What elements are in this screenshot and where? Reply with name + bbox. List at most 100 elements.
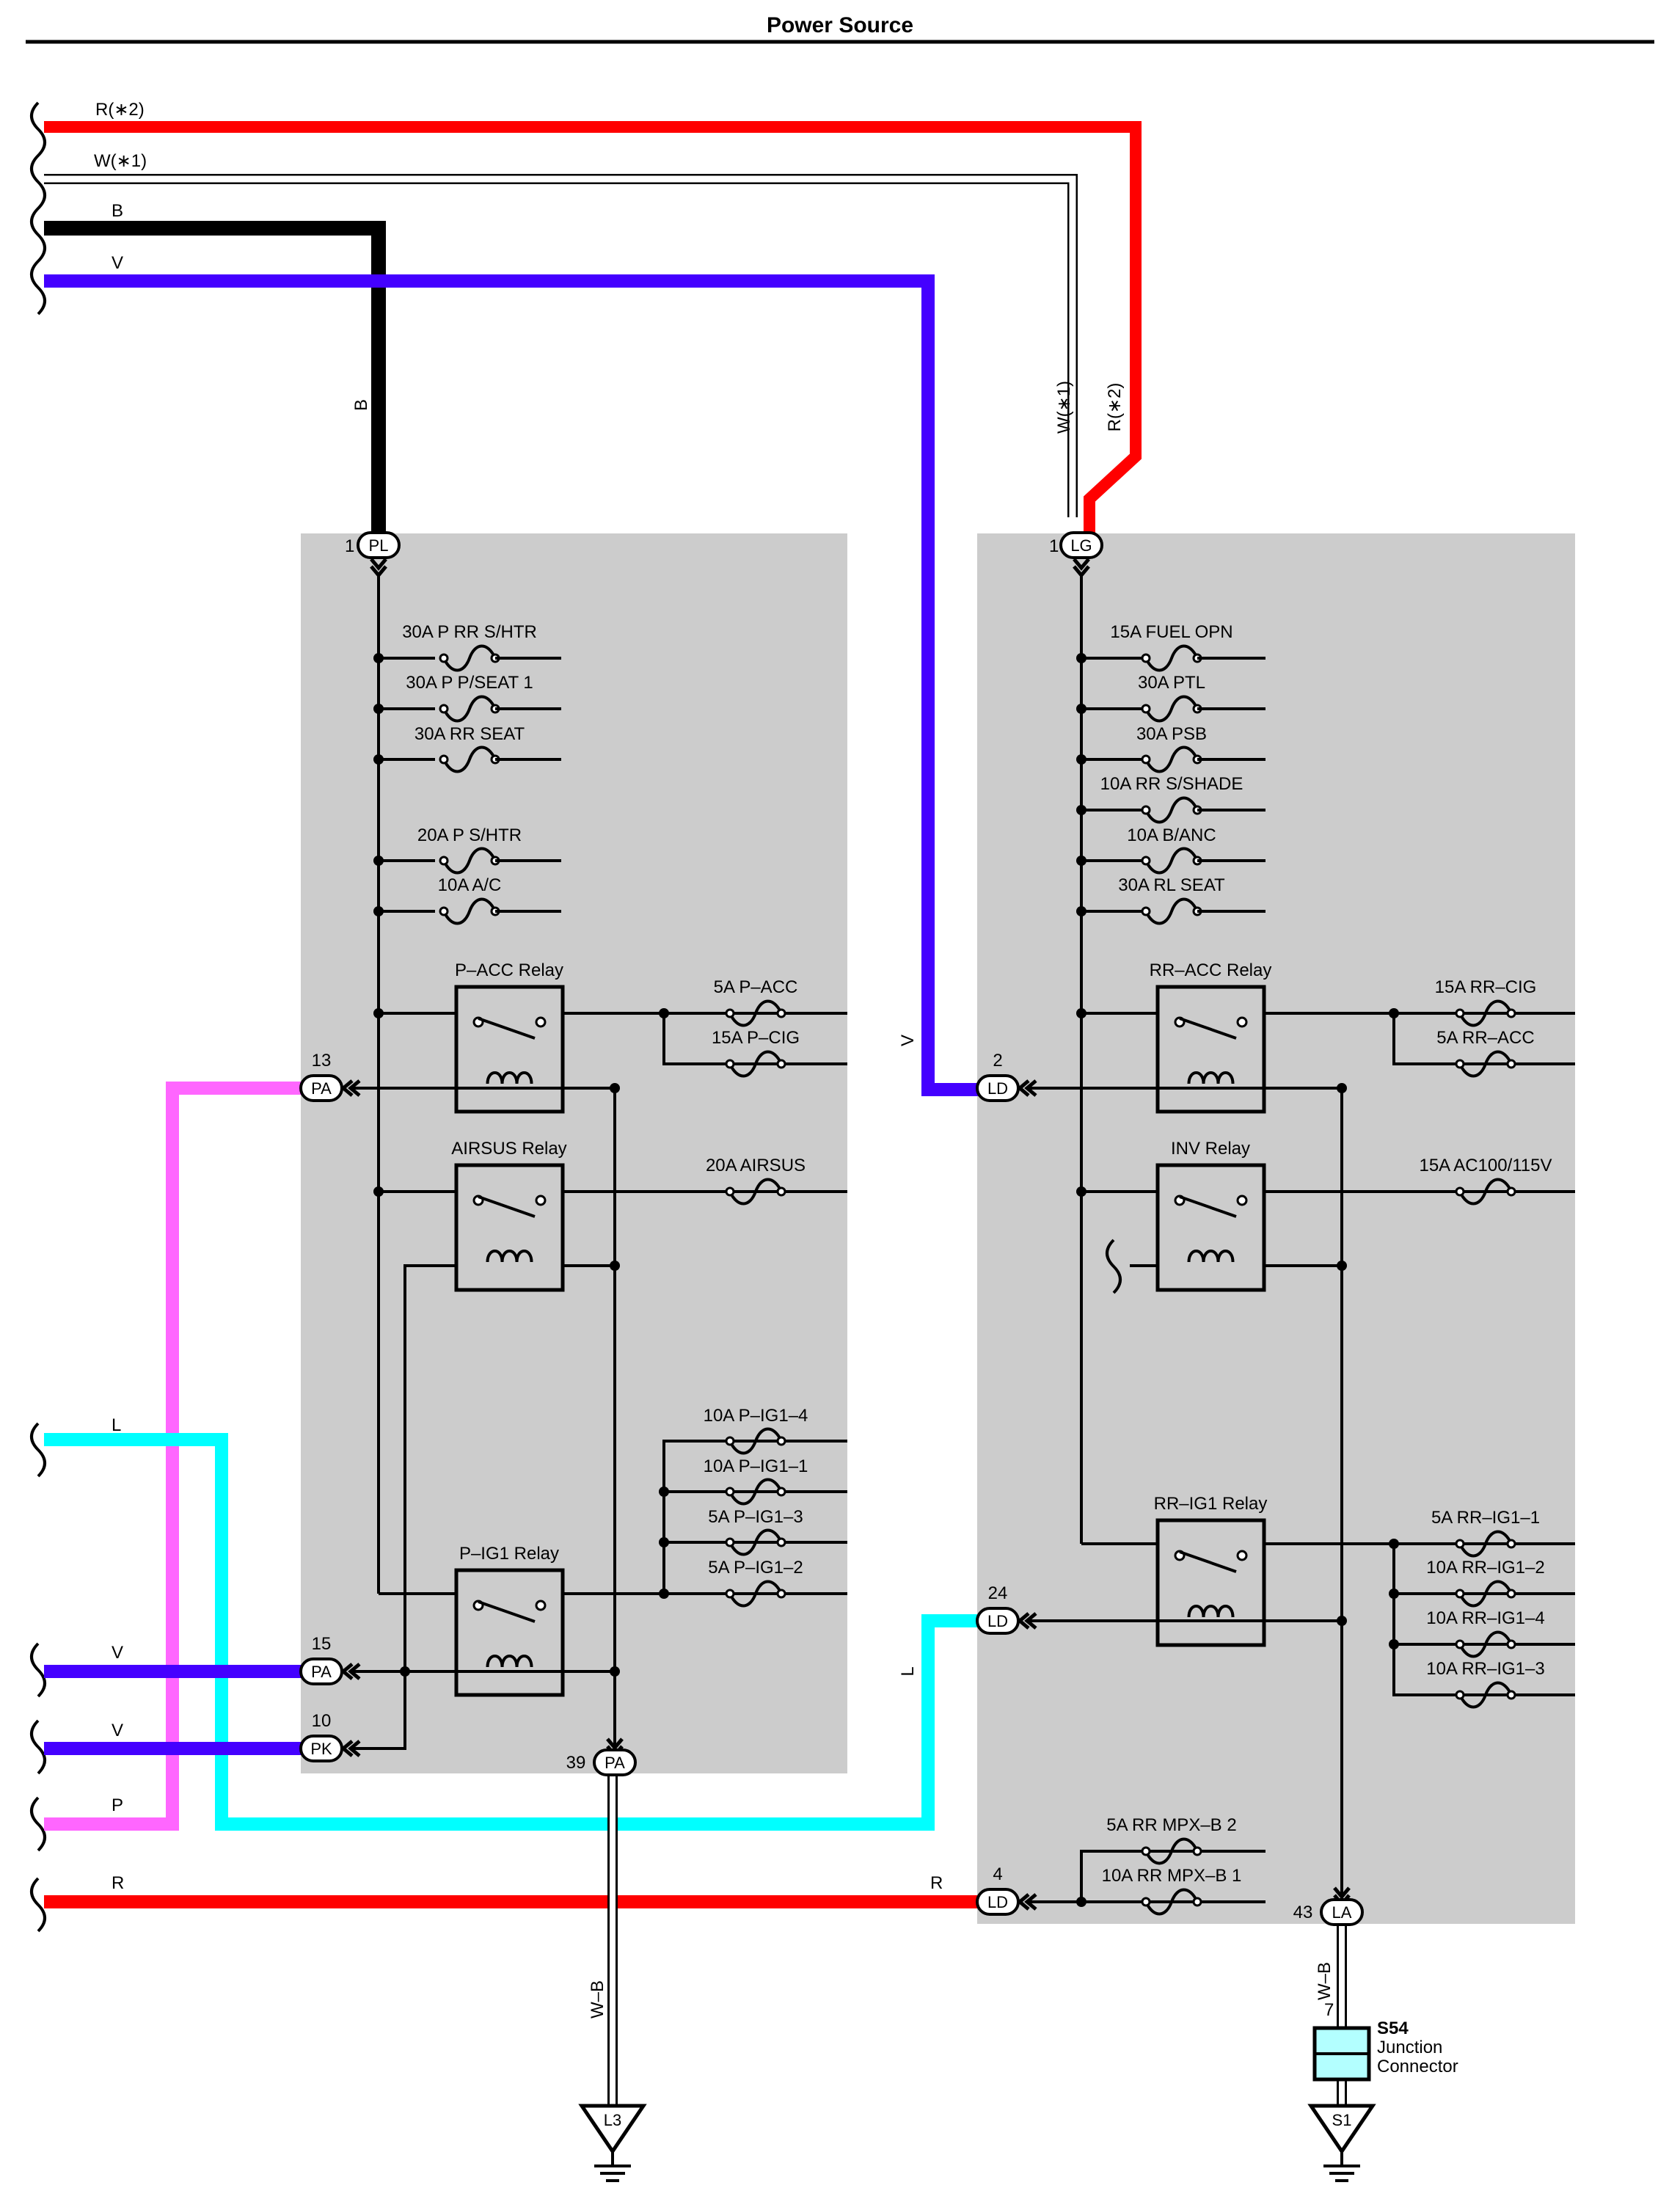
rrig1-fuse-1-symbol	[1458, 1580, 1513, 1608]
rrig1-fuse-1-terminal	[1506, 1589, 1516, 1599]
airsus-relay-body	[454, 1163, 565, 1292]
wire-p	[44, 1082, 304, 1831]
connector-la43-pin: 43	[1293, 1903, 1313, 1922]
left-fuse-4-terminal	[439, 906, 449, 916]
rracc-fuse-0-terminal	[1455, 1008, 1465, 1018]
pacc-fuse-0-symbol	[728, 999, 783, 1027]
mpx-fuse-label-0: 5A RR MPX–B 2	[1106, 1815, 1236, 1835]
right-fuse-2-terminal	[1141, 754, 1151, 765]
pig1-relay-coil	[486, 1655, 533, 1668]
wire-label-wb-right: W–B	[1315, 1962, 1334, 2000]
ground-right-label: S1	[1332, 2111, 1352, 2129]
pacc-fuse-1-terminal	[725, 1059, 735, 1069]
right-fuse-label-2: 30A PSB	[1136, 724, 1207, 744]
rracc-fuse-label-0: 15A RR–CIG	[1435, 977, 1537, 997]
circuit-line	[403, 1264, 456, 1671]
pig1-relay-body	[454, 1568, 565, 1697]
connector-ld2-code: LD	[987, 1079, 1008, 1098]
inv-fuse-symbol	[1458, 1178, 1513, 1206]
mpx-fuse-label-1: 10A RR MPX–B 1	[1102, 1866, 1242, 1886]
pig1-fuse-0-terminal	[725, 1436, 735, 1446]
connector-lg-arrow	[1073, 558, 1090, 578]
mpx-fuse-1-terminal	[1192, 1897, 1202, 1907]
left-fuse-1-symbol	[442, 695, 497, 723]
connector-pk10-pin: 10	[312, 1711, 332, 1731]
left-junction-block	[301, 533, 847, 1773]
inv-fuse-terminal	[1506, 1186, 1516, 1197]
rrig1-fuse-label-1: 10A RR–IG1–2	[1426, 1558, 1544, 1578]
right-fuse-4-symbol	[1144, 847, 1199, 875]
mpx-fuse-0-terminal	[1141, 1846, 1151, 1856]
connector-pa15-code: PA	[311, 1663, 332, 1681]
right-fuse-3-terminal	[1141, 805, 1151, 815]
rrig1-relay-contact	[1236, 1550, 1248, 1561]
rrig1-fuse-0-terminal	[1506, 1539, 1516, 1549]
left-fuse-label-3: 20A P S/HTR	[417, 825, 522, 845]
rrig1-relay-switch-arm	[1179, 1550, 1237, 1573]
mpx-fuse-0-terminal	[1192, 1846, 1202, 1856]
rrig1-fuse-0-terminal	[1455, 1539, 1465, 1549]
airsus-relay-coil	[486, 1250, 533, 1263]
rracc-fuse-0-symbol	[1458, 999, 1513, 1027]
connector-ld2-arrow	[1017, 1079, 1037, 1097]
pk10-line	[352, 1671, 406, 1750]
pacc-fuse-label-0: 5A P–ACC	[714, 977, 798, 997]
circuit-line	[1080, 1850, 1266, 1902]
connector-ld24-arrow	[1017, 1612, 1037, 1630]
rrig1-fuse-2-terminal	[1506, 1639, 1516, 1649]
left-fuse-3-symbol	[442, 847, 497, 875]
pig1-fuse-0-terminal	[776, 1436, 786, 1446]
right-fuse-1-symbol	[1144, 695, 1199, 723]
pig1-fuse-2-terminal	[776, 1537, 786, 1547]
pacc-fuse-1-symbol	[728, 1050, 783, 1078]
left-fuse-label-0: 30A P RR S/HTR	[402, 622, 537, 642]
mpx-fuse-1-terminal	[1141, 1897, 1151, 1907]
connector-ld4-arrow	[1017, 1893, 1037, 1911]
left-fuse-1-terminal	[439, 704, 449, 714]
connector-pk10-code: PK	[310, 1740, 332, 1758]
connector-ld24-code: LD	[987, 1612, 1008, 1630]
rrig1-relay-coil	[1187, 1605, 1235, 1618]
pig1-coil-dot	[610, 1666, 620, 1677]
wire-label-v-vert: V	[898, 1035, 918, 1046]
rrig1-coil-dot	[1337, 1616, 1347, 1626]
connector-pa13-pin: 13	[312, 1051, 332, 1071]
rrig1-relay-label: RR–IG1 Relay	[1154, 1494, 1268, 1514]
right-fuse-4-terminal	[1141, 856, 1151, 866]
rrig1-fuse-label-0: 5A RR–IG1–1	[1431, 1508, 1540, 1528]
rracc-fuse-1-symbol	[1458, 1050, 1513, 1078]
wire-label-v-15: V	[112, 1643, 123, 1663]
airsus-fuse-terminal	[776, 1186, 786, 1197]
left-fuse-4-symbol	[442, 897, 497, 925]
pig1-fuse-label-1: 10A P–IG1–1	[704, 1456, 808, 1476]
airsus-fuse-terminal	[725, 1186, 735, 1197]
pig1-fuse-1-terminal	[776, 1487, 786, 1497]
mpx-fuse-1-symbol	[1144, 1888, 1199, 1916]
connector-pl-arrow	[370, 558, 387, 578]
right-fuse-label-4: 10A B/ANC	[1127, 825, 1216, 845]
right-fuse-label-0: 15A FUEL OPN	[1110, 622, 1232, 642]
pig1-fuse-2-symbol	[728, 1528, 783, 1556]
pacc-relay-label: P–ACC Relay	[455, 960, 563, 980]
airsus-fuse-label: 20A AIRSUS	[706, 1156, 806, 1175]
wire-b	[44, 221, 386, 539]
airsus-relay-contact	[535, 1195, 547, 1206]
wire-label-wb-left: W–B	[588, 1980, 607, 2019]
inv-relay-coil	[1187, 1250, 1235, 1263]
left-fuse-label-1: 30A P P/SEAT 1	[406, 673, 533, 693]
connector-lg-shell	[1059, 531, 1103, 559]
right-junction-block	[977, 533, 1575, 1924]
junction-line1: Junction	[1377, 2038, 1442, 2057]
rracc-relay-switch-arm	[1179, 1017, 1237, 1040]
ground-left: L3	[578, 2104, 647, 2182]
pacc-relay-switch-arm	[478, 1017, 536, 1040]
circuit-line	[662, 1013, 847, 1065]
rracc-relay-body	[1155, 985, 1266, 1114]
wire-label-r2-vert: R(∗2)	[1105, 383, 1125, 432]
pig1-relay-contact	[535, 1600, 547, 1611]
wire-label-b-vert: B	[351, 399, 371, 411]
pacc-relay-body	[454, 985, 565, 1114]
connector-lg-code: LG	[1070, 536, 1092, 555]
left-fuse-2-symbol	[442, 745, 497, 773]
